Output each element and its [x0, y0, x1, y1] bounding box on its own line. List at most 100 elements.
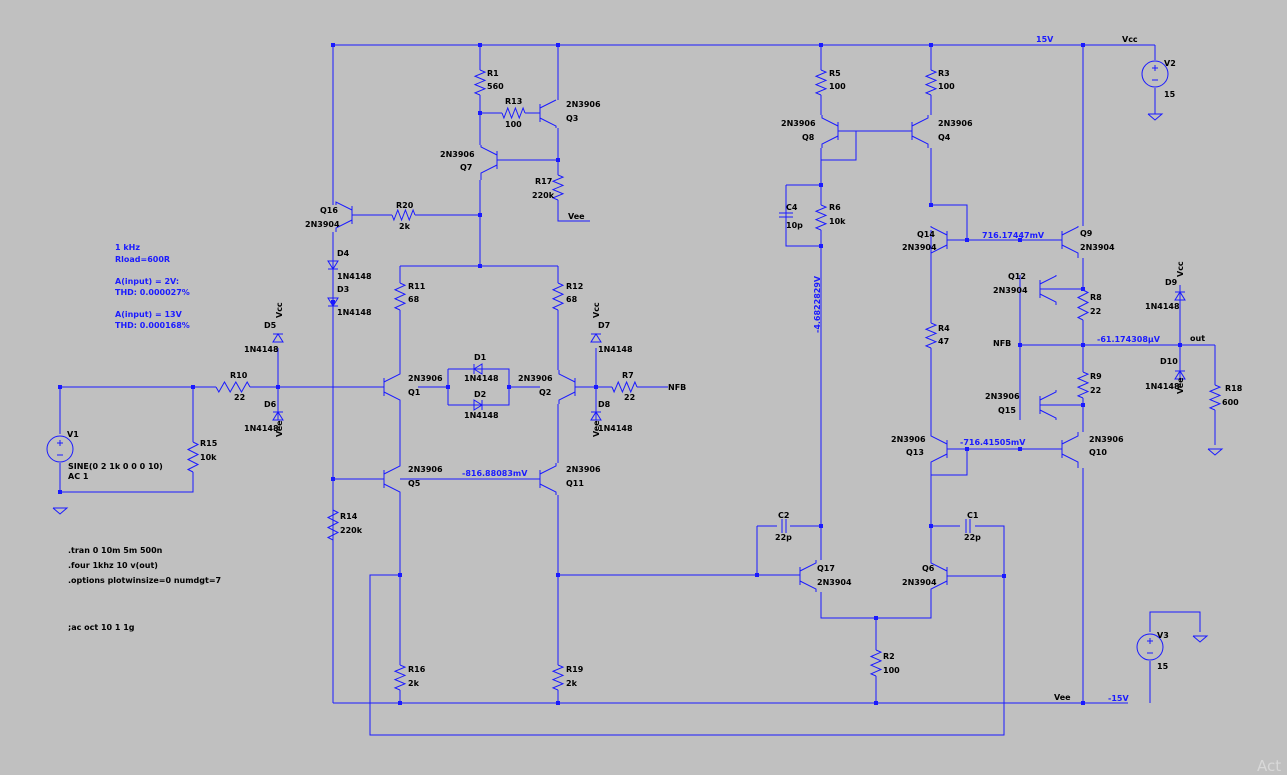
component-label: R11 — [408, 282, 426, 291]
component-label: 15 — [1157, 662, 1169, 671]
component-label: 220k — [532, 191, 555, 200]
capacitor-symbol — [779, 212, 793, 218]
junction-dot — [556, 43, 560, 47]
component-label: 2N3906 — [566, 465, 601, 474]
resistor-symbol — [924, 69, 938, 96]
resistor-symbol — [473, 69, 487, 96]
diode-symbol — [272, 411, 284, 421]
annotation-label: -15V — [1108, 694, 1129, 703]
resistor-symbol — [869, 649, 883, 677]
component-label: D7 — [598, 321, 610, 330]
transistor-symbol — [1061, 432, 1079, 468]
component-label: SINE(0 2 1k 0 0 0 10) — [68, 462, 163, 471]
component-label: 100 — [505, 120, 522, 129]
junction-dot — [331, 300, 335, 304]
junction-dot — [478, 213, 482, 217]
voltage-source-symbol — [1141, 60, 1169, 88]
component-label: 2N3904 — [1080, 243, 1115, 252]
component-label: 2N3904 — [817, 578, 852, 587]
component-label: Q4 — [938, 133, 951, 142]
component-label: out — [1190, 334, 1205, 343]
junction-dot — [1081, 43, 1085, 47]
junction-dot — [929, 524, 933, 528]
component-label: 2N3906 — [985, 392, 1020, 401]
resistor-symbol — [611, 380, 638, 394]
component-label: 1N4148 — [1145, 382, 1180, 391]
component-label: R8 — [1090, 293, 1102, 302]
component-label: R10 — [230, 371, 248, 380]
component-label: 600 — [1222, 398, 1239, 407]
component-label: Q10 — [1089, 448, 1107, 457]
component-symbols — [46, 60, 1224, 691]
component-label: 1N4148 — [337, 308, 372, 317]
annotation-label: THD: 0.000168% — [115, 321, 190, 330]
resistor-symbol — [326, 509, 340, 541]
transistor-symbol — [930, 226, 948, 258]
component-label: V2 — [1164, 59, 1176, 68]
wire — [820, 592, 932, 619]
capacitor-symbol — [781, 519, 787, 533]
component-label: Vee — [568, 212, 585, 221]
junction-dot — [507, 385, 511, 389]
junction-dot — [874, 701, 878, 705]
component-label: 2N3904 — [902, 578, 937, 587]
junction-dot — [819, 183, 823, 187]
component-label: 10p — [786, 221, 803, 230]
transistor-symbol — [1039, 390, 1057, 420]
transistor-symbol — [480, 145, 498, 180]
component-label: 2k — [408, 679, 420, 688]
transistor-symbol — [558, 370, 576, 404]
junction-dot — [1081, 287, 1085, 291]
transistor-symbol — [911, 115, 929, 148]
component-label: AC 1 — [68, 472, 89, 481]
wire — [931, 449, 968, 476]
component-label: R16 — [408, 665, 426, 674]
component-label: 1N4148 — [464, 411, 499, 420]
resistor-symbol — [391, 208, 416, 222]
transistor-symbol — [539, 99, 557, 128]
diode-symbol — [473, 399, 483, 411]
wire — [975, 525, 1005, 576]
junction-dot — [331, 477, 335, 481]
junction-dot — [1081, 403, 1085, 407]
junction-dot — [1018, 343, 1022, 347]
junction-dot — [874, 616, 878, 620]
component-label: 1N4148 — [337, 272, 372, 281]
component-label: R14 — [340, 512, 358, 521]
component-label: ;ac oct 10 1 1g — [68, 623, 135, 632]
junction-dot — [478, 264, 482, 268]
resistor-symbol — [1076, 371, 1090, 399]
wire — [785, 185, 821, 247]
component-label: Q15 — [998, 406, 1016, 415]
resistor-symbol — [215, 380, 251, 394]
component-label: 10k — [829, 217, 846, 226]
component-label: 22 — [1090, 386, 1101, 395]
component-label: 47 — [938, 337, 949, 346]
resistor-symbol — [814, 69, 828, 96]
junction-dot — [1081, 701, 1085, 705]
component-label: D5 — [264, 321, 277, 330]
component-label: 2N3906 — [566, 100, 601, 109]
junction-dot — [556, 701, 560, 705]
annotation-label: Rload=600R — [115, 255, 170, 264]
node-voltage-label: -4.6822829V — [813, 275, 822, 333]
component-label: 1N4148 — [598, 424, 633, 433]
component-label: D2 — [474, 390, 486, 399]
component-label: R17 — [535, 177, 552, 186]
component-label: R4 — [938, 324, 950, 333]
component-label: Vee — [1054, 693, 1071, 702]
transistor-symbol — [1039, 275, 1057, 305]
component-label: V3 — [1157, 631, 1169, 640]
transistor-symbol — [1061, 226, 1079, 258]
component-label: 2N3906 — [1089, 435, 1124, 444]
component-label: D4 — [337, 249, 350, 258]
transistor-symbol — [930, 432, 948, 468]
component-label: Q6 — [922, 564, 935, 573]
junction-dot — [398, 573, 402, 577]
component-label: Q2 — [539, 388, 551, 397]
ground-symbol — [1147, 113, 1164, 121]
resistor-symbol — [551, 282, 565, 311]
resistor-symbol — [1076, 289, 1090, 321]
component-label: .tran 0 10m 5m 500n — [68, 546, 163, 555]
